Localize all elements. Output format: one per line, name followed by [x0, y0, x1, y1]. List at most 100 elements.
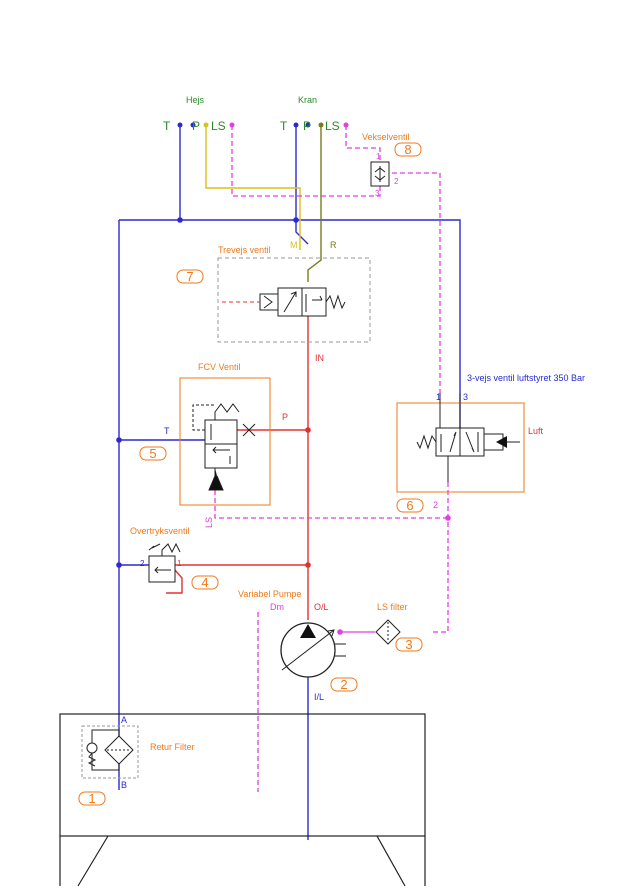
trevejs-boundary [217, 257, 371, 343]
retur-filter-spring-icon [87, 752, 97, 767]
3vejs-port-2: 2 [433, 500, 438, 510]
shuttle-ball-icon [374, 166, 386, 182]
hejs-port-p: P [192, 119, 200, 133]
retur-filter-check-icon [86, 742, 98, 754]
vekselventil-port-3: 3 [375, 189, 380, 198]
trevejs-port-m: M [290, 240, 298, 250]
fcv-triangle [209, 478, 223, 490]
pumpe-triangle-icon [300, 624, 316, 638]
3vejs-flow-arrows-icon [440, 431, 479, 453]
fcv-valve-top [204, 419, 238, 445]
fcv-spring-icon [214, 403, 240, 420]
return-lines [118, 125, 461, 840]
3vejs-label: 3-vejs ventil luftstyret 350 Bar [467, 373, 585, 383]
fcv-label: FCV Ventil [198, 362, 241, 372]
3vejs-number: 6 [406, 498, 413, 513]
vekselventil-number-badge [394, 142, 422, 157]
pumpe-number-badge [330, 677, 358, 692]
3vejs-port-3: 3 [463, 392, 468, 402]
vekselventil-port-2: 2 [394, 177, 399, 186]
kran-port-ls: LS [325, 119, 340, 133]
fcv-number-badge [139, 446, 167, 461]
hejs-title: Hejs [186, 95, 205, 105]
component-vekselventil: Vekselventil 8 1 2 3 [362, 132, 422, 198]
component-retur-filter: Retur Filter A B 1 [78, 715, 195, 806]
component-overtryksventil: Overtryksventil 4 2 1 [130, 526, 219, 590]
vekselventil-number: 8 [404, 142, 411, 157]
component-ls-filter: LS filter 3 [375, 602, 423, 652]
3vejs-air-label: Luft [528, 426, 544, 436]
pumpe-shaft-icon [335, 643, 346, 657]
tank-leg-right [376, 835, 426, 887]
retur-filter-boundary [81, 725, 139, 779]
retur-filter-port-a: A [121, 715, 127, 725]
fcv-pilot-dashes [192, 404, 215, 431]
retur-filter-number: 1 [88, 791, 95, 806]
kran-port-p: P [303, 119, 311, 133]
hejs-port-t: T [163, 119, 171, 133]
overtryk-port-2: 2 [140, 559, 145, 568]
pumpe-port-in: I/L [314, 692, 324, 702]
fcv-number: 5 [149, 446, 156, 461]
hejs-lines [205, 125, 301, 250]
retur-filter-label: Retur Filter [150, 742, 195, 752]
fcv-port-ls: LS [204, 517, 214, 528]
retur-filter-port-b: B [121, 780, 127, 790]
overtryk-number: 4 [201, 575, 208, 590]
kran-title: Kran [298, 95, 317, 105]
trevejs-flow-arrows-icon [283, 291, 323, 313]
3vejs-spring-icon [416, 434, 437, 450]
pumpe-label: Variabel Pumpe [238, 589, 301, 599]
ls-filter-label: LS filter [377, 602, 408, 612]
3vejs-port-1: 1 [436, 392, 441, 402]
ls-lines [214, 125, 449, 792]
junction-dots [116, 122, 451, 635]
ls-filter-number: 3 [405, 637, 412, 652]
overtryk-number-badge [191, 575, 219, 590]
fcv-orifice-icon [242, 423, 256, 437]
fcv-port-p: P [282, 412, 288, 422]
overtryk-arrow-icon [154, 566, 171, 574]
vekselventil-label: Vekselventil [362, 132, 410, 142]
overtryk-label: Overtryksventil [130, 526, 190, 536]
3vejs-air-pilot-icon [483, 433, 504, 451]
ls-filter-number-badge [395, 637, 423, 652]
component-fcv-ventil: FCV Ventil 5 T P LS [139, 362, 288, 528]
tank [59, 713, 426, 887]
pumpe-number: 2 [340, 677, 347, 692]
pumpe-variable-arrow-icon [281, 629, 335, 671]
kran-port-group: Kran T P LS [280, 95, 340, 133]
fcv-valve-bottom [204, 443, 238, 469]
component-3vejs-ventil: 3-vejs ventil luftstyret 350 Bar 6 1 3 2… [396, 373, 585, 513]
pumpe-port-out: O/L [314, 602, 329, 612]
component-trevejs-ventil: Trevejs ventil 7 M R IN [176, 240, 371, 363]
retur-filter-number-badge [78, 791, 106, 806]
3vejs-port-lines [439, 393, 461, 482]
fcv-flow-arrows-icon [210, 424, 231, 464]
hejs-port-ls: LS [211, 119, 226, 133]
overtryk-body [148, 555, 176, 583]
overtryk-port-1: 1 [177, 559, 182, 568]
trevejs-spring-icon [325, 294, 346, 310]
kran-port-t: T [280, 119, 288, 133]
trevejs-number-badge [176, 269, 204, 284]
3vejs-number-badge [396, 498, 424, 513]
trevejs-label: Trevejs ventil [218, 245, 271, 255]
component-variabel-pumpe: Variabel Pumpe Dm O/L I/L 2 [238, 589, 358, 702]
overtryk-spring-icon [161, 542, 181, 556]
trevejs-port-in: IN [315, 353, 324, 363]
pumpe-port-dm: Dm [270, 602, 284, 612]
3vejs-air-triangle-icon [496, 436, 507, 448]
overtryk-adjust-arrow-icon [148, 543, 161, 551]
vekselventil-port-1: 1 [376, 152, 381, 161]
trevejs-number: 7 [186, 269, 193, 284]
trevejs-pilot-icon [259, 293, 279, 311]
fcv-boundary [179, 377, 271, 506]
fcv-port-t: T [164, 426, 170, 436]
tank-body [59, 713, 426, 837]
trevejs-port-r: R [330, 240, 337, 250]
hejs-port-group: Hejs T P LS [163, 95, 226, 133]
3vejs-valve-right [459, 427, 485, 457]
tank-leg-left [59, 835, 109, 887]
